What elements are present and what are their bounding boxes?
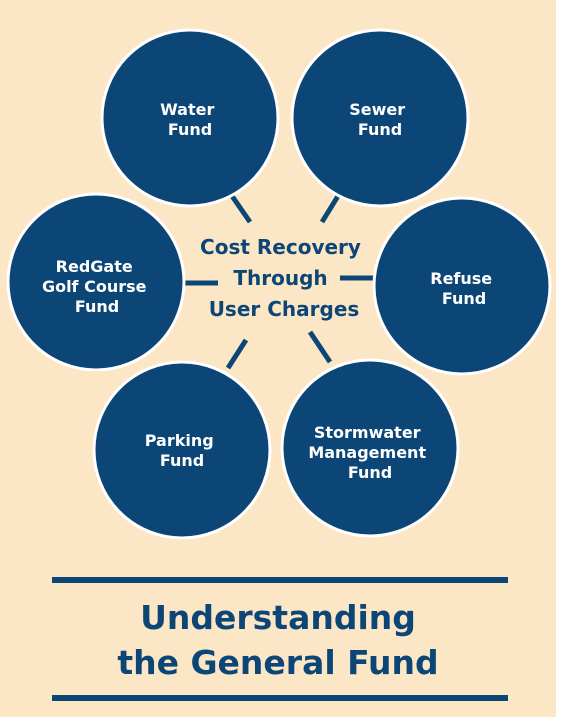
connector-sewer: [319, 194, 341, 224]
center-label-line: Through: [233, 266, 327, 290]
fund-label-golf: RedGate Golf Course Fund: [42, 257, 152, 316]
fund-node-parking: Parking Fund: [92, 360, 272, 540]
fund-label-line: Fund: [358, 120, 402, 139]
title-rule-top: [52, 577, 508, 583]
fund-label-parking: Parking Fund: [145, 431, 220, 470]
fund-circle-refuse: [372, 196, 552, 376]
fund-label-line: Fund: [348, 463, 392, 482]
fund-node-refuse: Refuse Fund: [372, 196, 552, 376]
fund-node-sewer: Sewer Fund: [290, 28, 470, 208]
connector-water: [229, 194, 253, 224]
fund-label-line: Golf Course: [42, 277, 147, 296]
page-title-line-2: the General Fund: [117, 643, 439, 682]
page-title-line-1: Understanding: [140, 598, 416, 637]
fund-circle-golf: [6, 192, 186, 372]
fund-label-line: Stormwater: [314, 423, 421, 442]
fund-label-line: Management: [308, 443, 426, 462]
fund-node-golf: RedGate Golf Course Fund: [6, 192, 186, 372]
fund-label-refuse: Refuse Fund: [430, 269, 497, 308]
fund-label-line: Refuse: [430, 269, 492, 288]
fund-circle-stormwater: [280, 358, 460, 538]
fund-label-stormwater: Stormwater Management Fund: [308, 423, 431, 482]
fund-label-line: Fund: [168, 120, 212, 139]
fund-label-line: Fund: [75, 297, 119, 316]
fund-label-line: Water: [160, 100, 214, 119]
fund-label-line: RedGate: [56, 257, 133, 276]
fund-label-line: Fund: [160, 451, 204, 470]
connector-parking: [225, 338, 249, 370]
fund-circle-parking: [92, 360, 272, 540]
center-label: Cost Recovery Through User Charges: [200, 235, 368, 321]
fund-node-water: Water Fund: [100, 28, 280, 208]
fund-diagram: Water Fund Sewer Fund Refuse Fund Stormw…: [6, 28, 552, 540]
fund-label-line: Sewer: [349, 100, 405, 119]
fund-node-stormwater: Stormwater Management Fund: [280, 358, 460, 538]
fund-circle-water: [100, 28, 280, 208]
title-rule-bottom: [52, 695, 508, 701]
connector-stormwater: [307, 330, 333, 364]
center-label-line: User Charges: [209, 297, 360, 321]
fund-label-line: Fund: [442, 289, 486, 308]
center-label-line: Cost Recovery: [200, 235, 361, 259]
fund-circle-sewer: [290, 28, 470, 208]
fund-label-line: Parking: [145, 431, 214, 450]
fund-label-sewer: Sewer Fund: [349, 100, 410, 139]
fund-label-water: Water Fund: [160, 100, 220, 139]
